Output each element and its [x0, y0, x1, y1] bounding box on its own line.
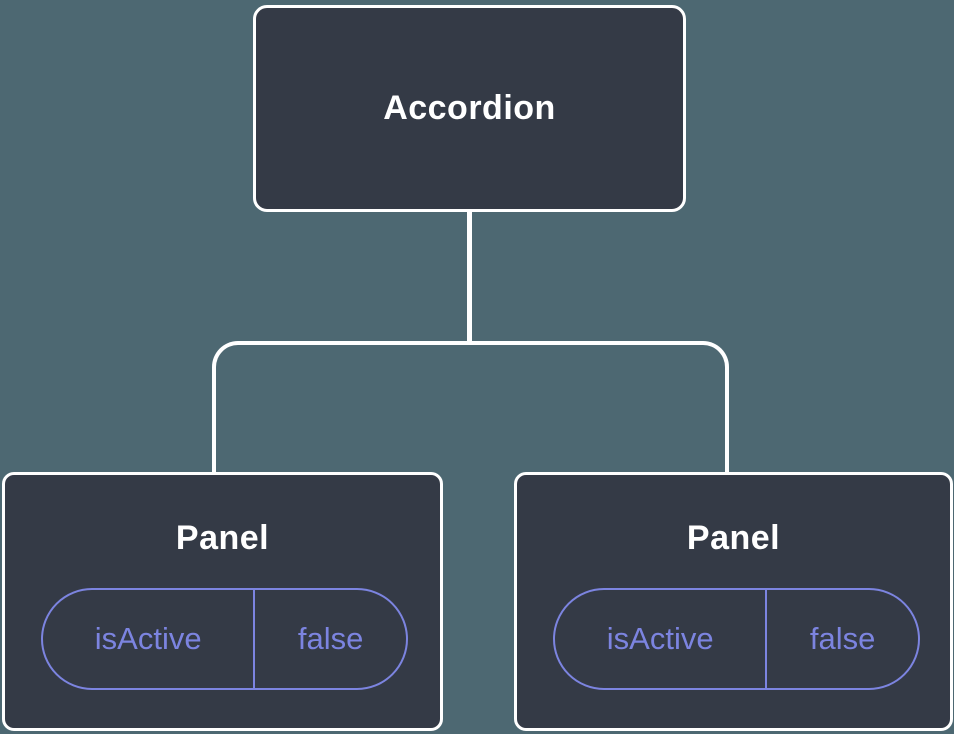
connector-stem	[467, 211, 472, 344]
accordion-node-label: Accordion	[383, 89, 556, 127]
panel-node-2: Panel isActive false	[514, 472, 953, 731]
panel-node-1-label: Panel	[175, 519, 270, 557]
panel-node-1: Panel isActive false	[2, 472, 443, 731]
state-value-2: false	[809, 621, 876, 656]
state-pill-2: isActive false	[553, 588, 920, 690]
state-key-2: isActive	[555, 590, 768, 688]
connector-branch	[212, 341, 729, 472]
state-value-1: false	[297, 621, 364, 656]
panel-node-2-label: Panel	[686, 519, 781, 557]
accordion-node: Accordion	[253, 5, 686, 212]
state-pill-1: isActive false	[41, 588, 408, 690]
state-key-1: isActive	[43, 590, 256, 688]
